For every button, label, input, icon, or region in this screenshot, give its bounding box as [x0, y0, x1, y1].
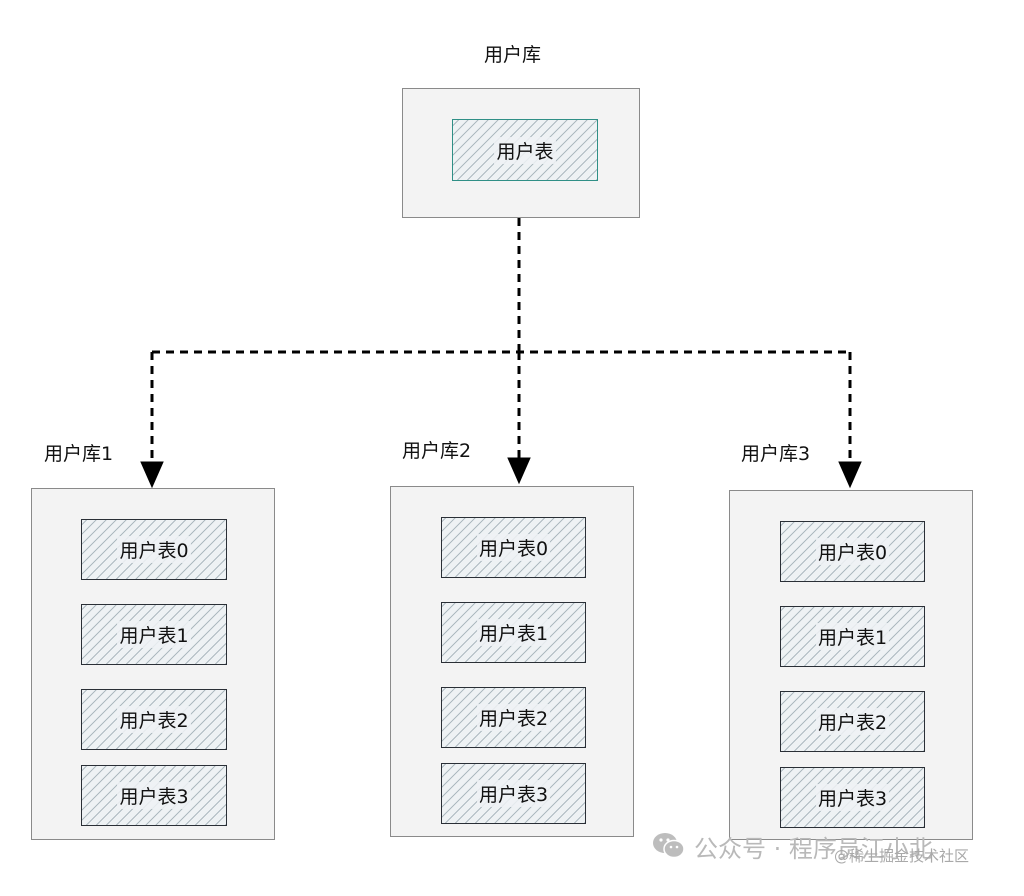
shard-table: 用户表1	[441, 602, 586, 663]
shard-db-label: 用户库2	[402, 440, 472, 462]
table-label: 用户表0	[117, 536, 191, 563]
table-label: 用户表2	[815, 708, 890, 735]
table-label: 用户表3	[476, 780, 551, 807]
table-label: 用户表1	[476, 619, 551, 646]
table-label: 用户表2	[476, 704, 551, 731]
shard-table: 用户表2	[81, 689, 227, 750]
shard-table: 用户表1	[81, 604, 227, 665]
shard-db-box-2: 用户表0 用户表1 用户表2 用户表3	[390, 486, 634, 837]
shard-table: 用户表3	[780, 767, 925, 828]
table-label: 用户表2	[117, 706, 191, 733]
shard-table: 用户表3	[81, 765, 227, 826]
table-label: 用户表3	[815, 784, 890, 811]
shard-db-label: 用户库1	[44, 443, 114, 465]
shard-table: 用户表2	[441, 687, 586, 748]
shard-db-box-3: 用户表0 用户表1 用户表2 用户表3	[729, 490, 973, 840]
watermark-text: 公众号 · 程序员江小北	[694, 834, 933, 863]
top-table: 用户表	[452, 119, 598, 181]
table-label: 用户表3	[117, 782, 191, 809]
top-table-label: 用户表	[494, 136, 556, 164]
shard-table: 用户表0	[441, 517, 586, 578]
wechat-icon	[653, 833, 685, 859]
arrow-head-1	[140, 461, 164, 489]
arrow-head-2	[507, 457, 531, 485]
watermark-subtext: @稀土掘金技术社区	[834, 847, 970, 865]
top-db-label: 用户库	[484, 44, 542, 66]
shard-db-label: 用户库3	[741, 443, 811, 465]
table-label: 用户表0	[476, 534, 551, 561]
shard-table: 用户表2	[780, 691, 925, 752]
table-label: 用户表1	[815, 623, 890, 650]
shard-table: 用户表0	[780, 521, 925, 582]
arrow-head-3	[838, 461, 862, 489]
shard-db-box-1: 用户表0 用户表1 用户表2 用户表3	[31, 488, 275, 840]
shard-table: 用户表3	[441, 763, 586, 824]
watermark: 公众号 · 程序员江小北 @稀土掘金技术社区	[652, 828, 969, 865]
table-label: 用户表1	[117, 621, 191, 648]
table-label: 用户表0	[815, 538, 890, 565]
top-db-box: 用户表	[402, 88, 640, 218]
shard-table: 用户表1	[780, 606, 925, 667]
shard-table: 用户表0	[81, 519, 227, 580]
